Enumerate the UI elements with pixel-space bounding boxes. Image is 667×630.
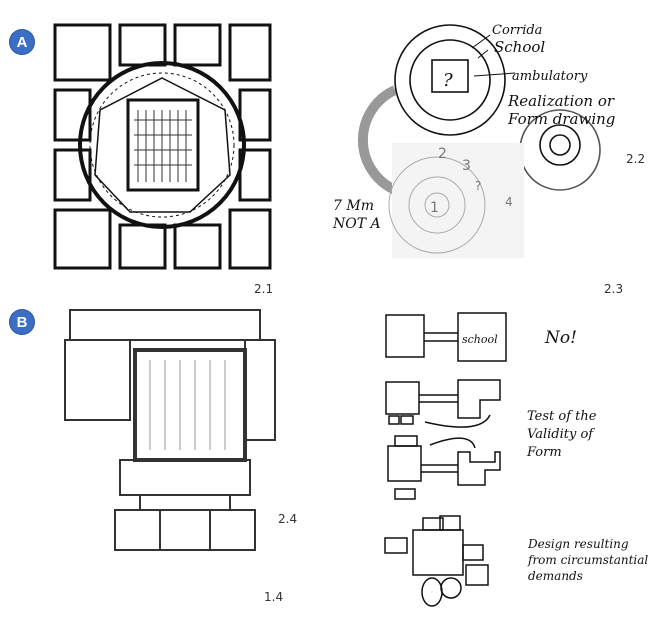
sketch-bottom-text: school No! Test of the Validity of Form … bbox=[462, 328, 648, 583]
svg-text:Form: Form bbox=[526, 445, 562, 460]
figure-label-1-4: 1.4 bbox=[264, 590, 284, 604]
sketch-circles bbox=[357, 24, 601, 258]
svg-text:Form drawing: Form drawing bbox=[507, 110, 615, 128]
svg-text:Validity of: Validity of bbox=[527, 427, 595, 442]
svg-text:demands: demands bbox=[528, 569, 583, 583]
svg-text:Corrida: Corrida bbox=[492, 23, 542, 38]
svg-text:school: school bbox=[462, 333, 498, 346]
svg-text:Realization or: Realization or bbox=[507, 92, 615, 110]
svg-text:?: ? bbox=[475, 179, 481, 193]
plan-2-4 bbox=[64, 309, 276, 551]
svg-text:No!: No! bbox=[544, 328, 577, 348]
section-b-badge: B bbox=[10, 310, 34, 334]
svg-text:Design resulting: Design resulting bbox=[527, 537, 629, 551]
svg-text:Test of the: Test of the bbox=[527, 409, 597, 424]
figure-label-2-2: 2.2 bbox=[626, 152, 646, 166]
plan-2-1 bbox=[53, 23, 272, 270]
figure-label-2-3: 2.3 bbox=[604, 282, 624, 296]
svg-text:1: 1 bbox=[430, 200, 439, 216]
svg-text:from circumstantial: from circumstantial bbox=[527, 553, 648, 567]
svg-text:?: ? bbox=[443, 70, 453, 91]
svg-text:7 Mm: 7 Mm bbox=[333, 198, 374, 214]
figure-label-2-4: 2.4 bbox=[278, 512, 298, 526]
section-a-badge: A bbox=[10, 30, 34, 54]
svg-text:4: 4 bbox=[505, 195, 513, 209]
sketch-top-text: Corrida School ? ambulatory Realization … bbox=[332, 23, 615, 232]
svg-text:NOT A: NOT A bbox=[332, 216, 381, 232]
svg-text:ambulatory: ambulatory bbox=[512, 69, 588, 84]
sketch-diagrams bbox=[384, 312, 507, 607]
svg-text:3: 3 bbox=[462, 158, 471, 174]
figure-label-2-1: 2.1 bbox=[254, 282, 274, 296]
svg-text:2: 2 bbox=[438, 146, 447, 162]
svg-text:School: School bbox=[494, 38, 545, 56]
